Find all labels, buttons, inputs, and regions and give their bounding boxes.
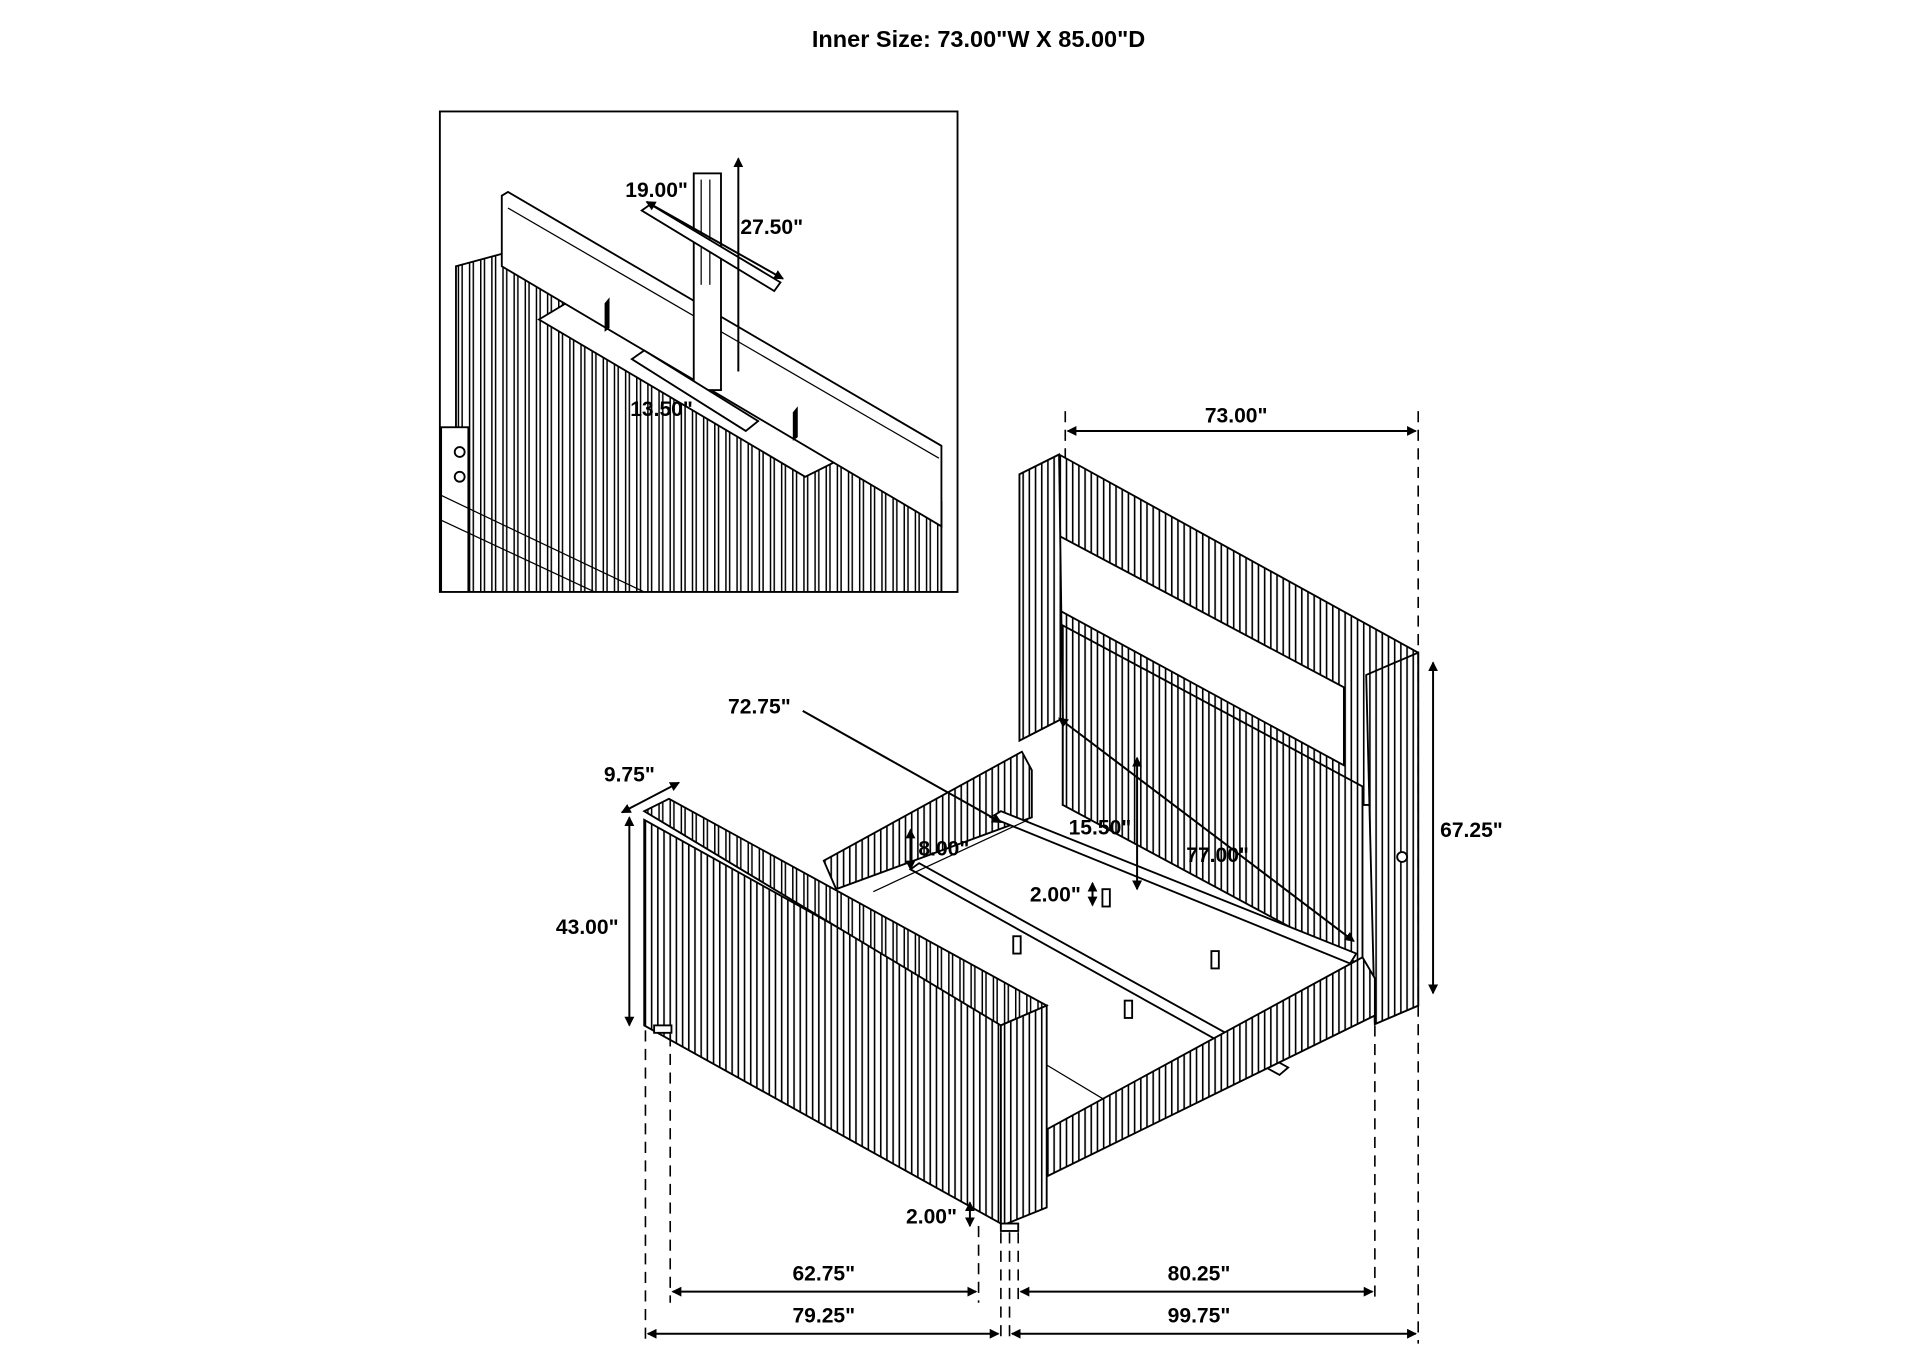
label-inner-footboard-width: 62.75" [792, 1263, 855, 1286]
label-inner-length: 77.00" [1186, 844, 1249, 867]
label-headboard-clearance: 15.50" [1069, 817, 1132, 840]
dimension-lines [620, 426, 1439, 1339]
footboard-side [999, 1004, 1048, 1228]
label-overall-length: 99.75" [1168, 1305, 1231, 1328]
inset-label-13-50: 13.50" [630, 398, 693, 421]
label-footboard-depth: 9.75" [604, 763, 655, 786]
label-outer-footboard-width: 79.25" [792, 1305, 855, 1328]
headboard-left-post [1018, 452, 1064, 743]
label-headboard-height: 67.25" [1440, 819, 1503, 842]
inset-bracket-base [630, 349, 760, 433]
label-footboard-height: 43.00" [556, 916, 619, 939]
label-rail-height: 8.00" [918, 838, 969, 861]
inset-detail: 19.00" 27.50" 13.50" [438, 110, 959, 593]
headboard-right-post [1365, 651, 1420, 1026]
center-rail [908, 862, 1290, 1077]
right-side-rail [1045, 956, 1376, 1178]
label-rail-length: 72.75" [728, 695, 791, 718]
inner-size-title: Inner Size: 73.00"W X 85.00"D [812, 26, 1145, 52]
left-side-rail [822, 750, 1033, 891]
label-floor-clearance: 2.00" [906, 1206, 957, 1229]
label-headboard-width: 73.00" [1205, 404, 1268, 427]
extension-lines [644, 411, 1420, 1344]
label-slat-leg-gap: 2.00" [1030, 884, 1081, 907]
inset-label-27-50: 27.50" [740, 216, 803, 239]
inset-bracket-post [692, 172, 722, 392]
inset-label-19: 19.00" [625, 179, 688, 202]
label-inner-depth: 80.25" [1168, 1263, 1231, 1286]
